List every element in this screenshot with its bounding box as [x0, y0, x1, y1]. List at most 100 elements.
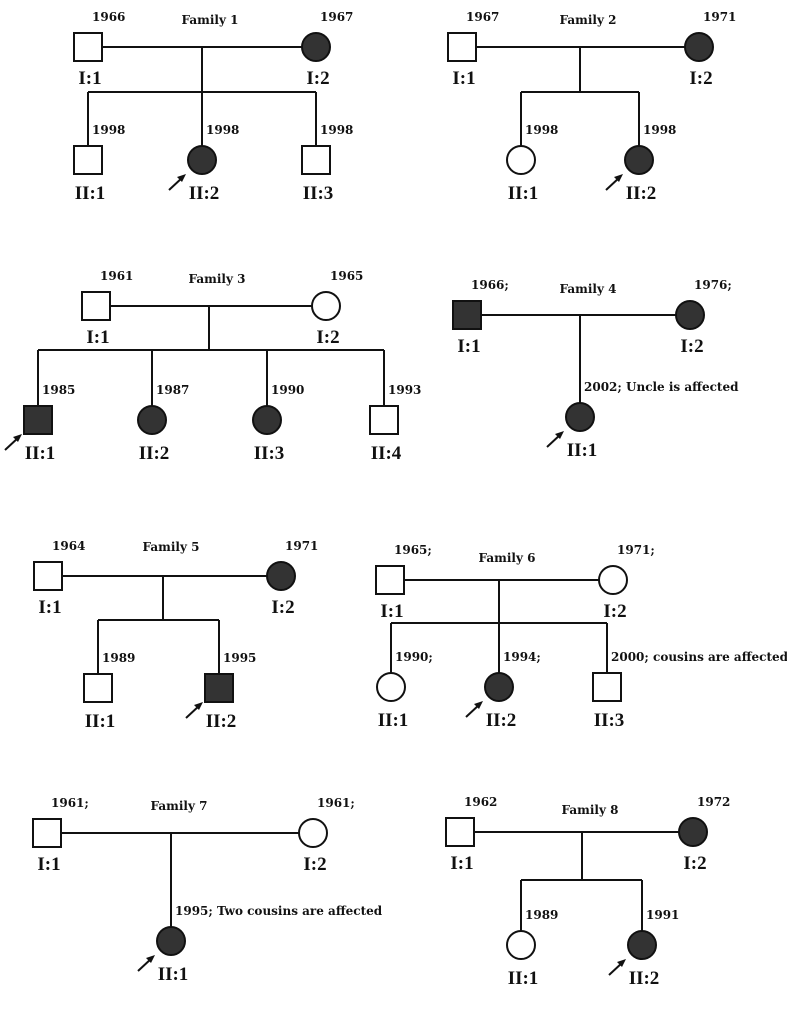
individual-id-label: I:1 — [380, 601, 403, 622]
individual-id-label: II:2 — [206, 711, 237, 732]
birth-year-note: 1998 — [643, 123, 676, 137]
individual-id-label: II:3 — [254, 443, 285, 464]
birth-year-note: 1972 — [697, 795, 730, 809]
birth-year-note: 1965 — [330, 269, 363, 283]
unaffected-male-symbol — [73, 32, 103, 62]
birth-year-note: 1989 — [525, 908, 558, 922]
affected-female-symbol — [565, 402, 595, 432]
individual-id-label: I:2 — [271, 597, 294, 618]
family-title: Family 7 — [151, 799, 208, 813]
affected-female-symbol — [301, 32, 331, 62]
affected-female-symbol — [156, 926, 186, 956]
individual-id-label: I:1 — [37, 854, 60, 875]
birth-year-note: 1961; — [51, 796, 89, 810]
birth-year-note: 1971 — [703, 10, 736, 24]
birth-year-note: 1998 — [92, 123, 125, 137]
individual-id-label: II:1 — [378, 710, 409, 731]
affected-female-symbol — [266, 561, 296, 591]
proband-arrow-icon — [4, 434, 22, 451]
individual-id-label: II:2 — [189, 183, 220, 204]
individual-id-label: I:2 — [683, 853, 706, 874]
proband-arrow-icon — [137, 955, 155, 972]
birth-year-note: 1976; — [694, 278, 732, 292]
unaffected-female-symbol — [376, 672, 406, 702]
unaffected-male-symbol — [73, 145, 103, 175]
individual-id-label: II:1 — [508, 968, 539, 989]
proband-arrow-icon — [185, 702, 203, 719]
birth-year-note: 1961; — [317, 796, 355, 810]
unaffected-male-symbol — [592, 672, 622, 702]
unaffected-male-symbol — [301, 145, 331, 175]
family-title: Family 5 — [143, 540, 200, 554]
family-1-pedigree: Family 11966I:11967I:21998II:11998II:219… — [73, 10, 353, 204]
family-title: Family 2 — [560, 13, 617, 27]
affected-male-symbol — [204, 673, 234, 703]
birth-year-note: 1971 — [285, 539, 318, 553]
individual-id-label: II:3 — [594, 710, 625, 731]
unaffected-female-symbol — [506, 930, 536, 960]
birth-year-note: 1962 — [464, 795, 497, 809]
individual-id-label: I:2 — [306, 68, 329, 89]
birth-year-note: 1971; — [617, 543, 655, 557]
unaffected-female-symbol — [311, 291, 341, 321]
individual-id-label: II:1 — [25, 443, 56, 464]
unaffected-male-symbol — [83, 673, 113, 703]
individual-id-label: II:4 — [371, 443, 402, 464]
affected-female-symbol — [187, 145, 217, 175]
birth-year-note: 1998 — [320, 123, 353, 137]
unaffected-male-symbol — [81, 291, 111, 321]
affected-female-symbol — [678, 817, 708, 847]
individual-id-label: II:2 — [626, 183, 657, 204]
birth-year-note: 1998 — [206, 123, 239, 137]
individual-id-label: I:1 — [86, 327, 109, 348]
unaffected-male-symbol — [445, 817, 475, 847]
individual-id-label: I:1 — [38, 597, 61, 618]
individual-id-label: II:1 — [85, 711, 116, 732]
birth-year-note: 1987 — [156, 383, 189, 397]
birth-year-note: 1995 — [223, 651, 256, 665]
birth-year-note: 2000; cousins are affected — [611, 650, 787, 664]
individual-id-label: II:3 — [303, 183, 334, 204]
unaffected-female-symbol — [506, 145, 536, 175]
birth-year-note: 1993 — [388, 383, 421, 397]
birth-year-note: 2002; Uncle is affected — [584, 380, 739, 394]
proband-arrow-icon — [546, 431, 564, 448]
individual-id-label: II:1 — [567, 440, 598, 461]
family-6-pedigree: Family 61965;I:11971;I:21990;II:11994;II… — [375, 543, 787, 731]
family-title: Family 6 — [479, 551, 536, 565]
birth-year-note: 1989 — [102, 651, 135, 665]
unaffected-male-symbol — [375, 565, 405, 595]
affected-male-symbol — [23, 405, 53, 435]
individual-id-label: I:1 — [78, 68, 101, 89]
birth-year-note: 1964 — [52, 539, 85, 553]
unaffected-male-symbol — [32, 818, 62, 848]
individual-id-label: II:2 — [139, 443, 170, 464]
affected-female-symbol — [484, 672, 514, 702]
unaffected-male-symbol — [33, 561, 63, 591]
family-title: Family 4 — [560, 282, 617, 296]
family-title: Family 8 — [562, 803, 619, 817]
affected-female-symbol — [627, 930, 657, 960]
individual-id-label: I:2 — [689, 68, 712, 89]
affected-male-symbol — [452, 300, 482, 330]
unaffected-female-symbol — [598, 565, 628, 595]
unaffected-male-symbol — [369, 405, 399, 435]
individual-id-label: I:1 — [452, 68, 475, 89]
birth-year-note: 1967 — [320, 10, 353, 24]
proband-arrow-icon — [608, 959, 626, 976]
affected-female-symbol — [624, 145, 654, 175]
family-title: Family 3 — [189, 272, 246, 286]
affected-female-symbol — [675, 300, 705, 330]
individual-id-label: I:1 — [457, 336, 480, 357]
birth-year-note: 1966 — [92, 10, 125, 24]
proband-arrow-icon — [168, 174, 186, 191]
unaffected-male-symbol — [447, 32, 477, 62]
individual-id-label: II:2 — [629, 968, 660, 989]
affected-female-symbol — [684, 32, 714, 62]
family-title: Family 1 — [182, 13, 239, 27]
individual-id-label: II:1 — [508, 183, 539, 204]
